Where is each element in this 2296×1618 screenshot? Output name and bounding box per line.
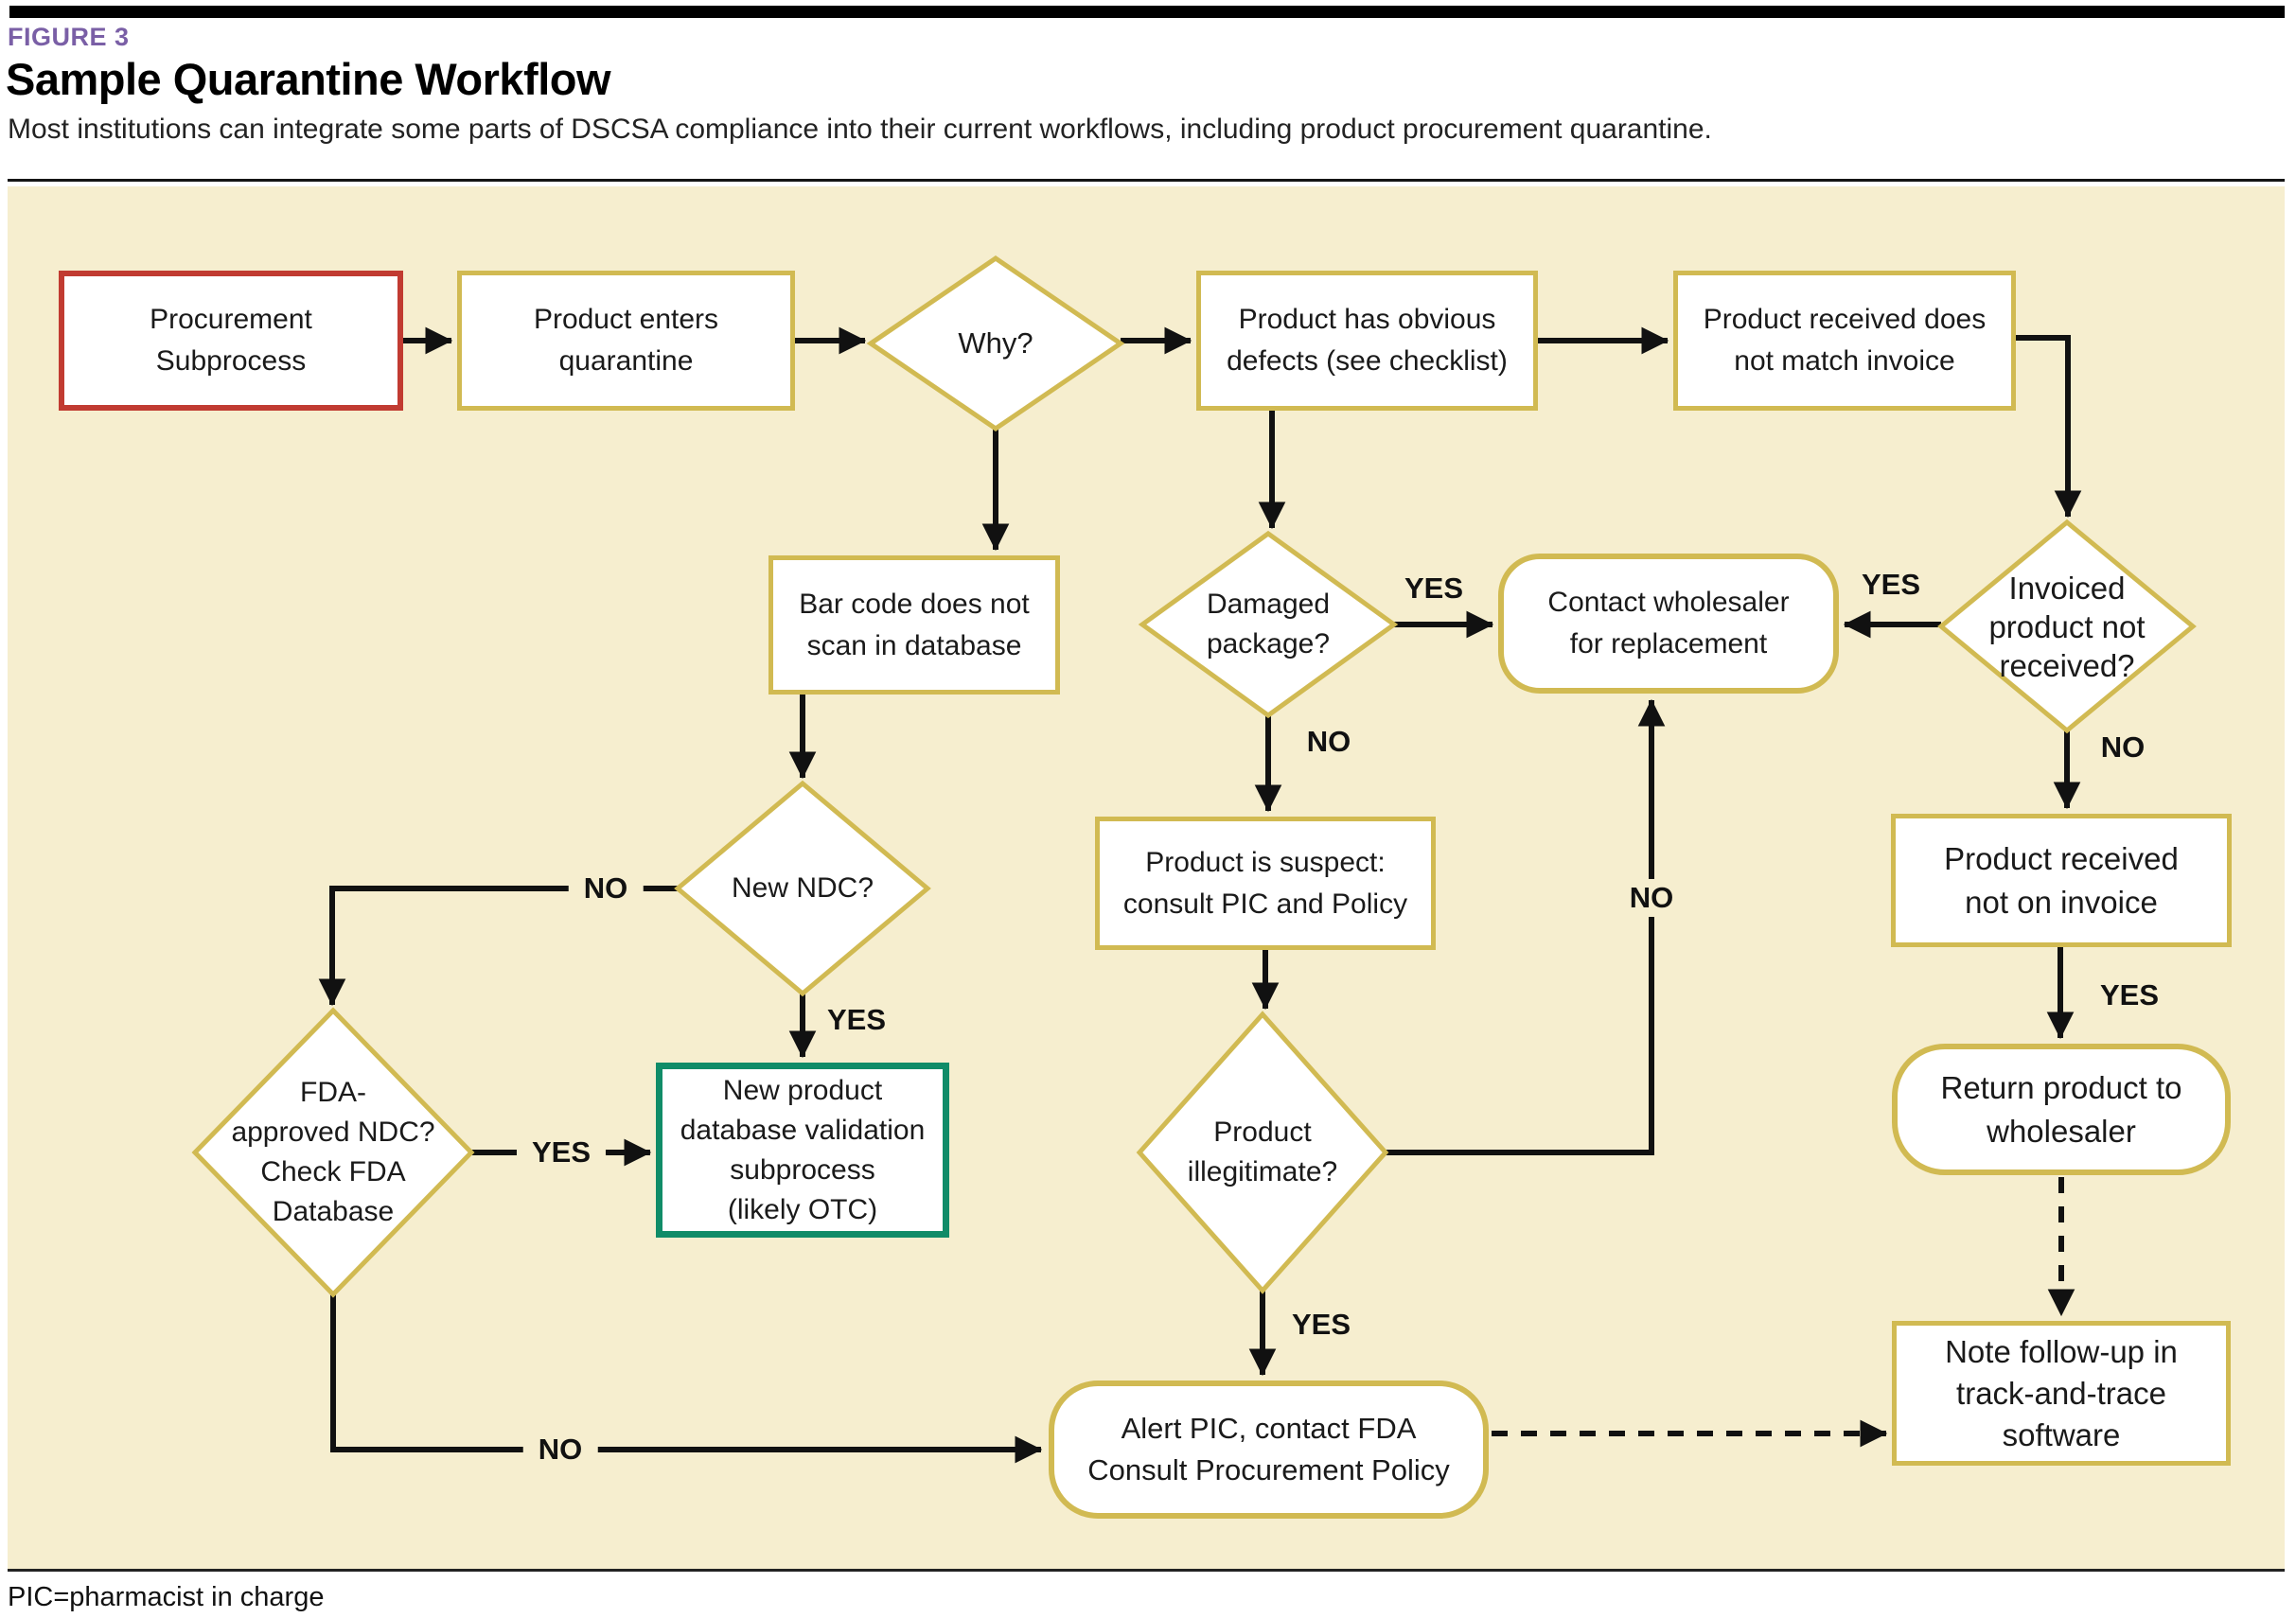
- label-new-ndc-yes: YES: [826, 1003, 887, 1036]
- node-label: Product is suspect: consult PIC and Poli…: [1122, 846, 1408, 920]
- decision-fda-approved: [191, 1007, 475, 1298]
- edge-fda-no-to-alert: [330, 1294, 1043, 1464]
- decision-new-ndc: [674, 780, 931, 997]
- node-product-enters-quarantine: Product enters quarantine: [457, 271, 795, 411]
- top-rule-bar: [9, 6, 2285, 18]
- node-label: Return product to wholesaler: [1940, 1069, 2182, 1149]
- header-divider: [8, 179, 2285, 182]
- node-label: Note follow-up in track-and-trace softwa…: [1945, 1333, 2178, 1452]
- decision-new-ndc-label: New NDC?: [731, 872, 874, 904]
- decision-why: [866, 255, 1125, 432]
- node-label: Procurement Subprocess: [150, 304, 312, 377]
- decision-damaged-label: Damaged package?: [1206, 589, 1331, 660]
- node-alert-pic: Alert PIC, contact FDA Consult Procureme…: [1049, 1381, 1489, 1519]
- edge-received-to-invoiced: [2016, 335, 2082, 519]
- node-received-does-not-match: Product received does not match invoice: [1673, 271, 2016, 411]
- node-received-not-on-invoice: Product received not on invoice: [1891, 814, 2232, 947]
- decision-why-label: Why?: [958, 326, 1033, 360]
- node-new-product-validation: New product database validation subproce…: [656, 1063, 949, 1238]
- node-contact-wholesaler: Contact wholesaler for replacement: [1498, 554, 1839, 694]
- figure-title: Sample Quarantine Workflow: [6, 54, 611, 104]
- node-label: New product database validation subproce…: [680, 1074, 926, 1225]
- decision-fda-approved-label: FDA- approved NDC? Check FDA Database: [231, 1077, 435, 1227]
- node-barcode-does-not-scan: Bar code does not scan in database: [768, 555, 1060, 695]
- node-note-follow-up: Note follow-up in track-and-trace softwa…: [1892, 1321, 2231, 1466]
- label-invoiced-yes: YES: [1861, 568, 1921, 601]
- label-invoiced-no: NO: [2100, 730, 2146, 764]
- decision-illegitimate-label: Product illegitimate?: [1187, 1117, 1338, 1187]
- label-fda-yes: YES: [516, 1134, 607, 1171]
- decision-damaged: [1138, 530, 1399, 719]
- label-new-ndc-no: NO: [568, 870, 644, 907]
- figure-footnote: PIC=pharmacist in charge: [8, 1582, 325, 1612]
- node-procurement-subprocess: Procurement Subprocess: [59, 271, 403, 411]
- decision-invoiced: [1937, 519, 2197, 734]
- node-return-product: Return product to wholesaler: [1892, 1044, 2231, 1175]
- node-label: Contact wholesaler for replacement: [1547, 587, 1790, 660]
- node-label: Product enters quarantine: [533, 304, 719, 377]
- node-product-is-suspect: Product is suspect: consult PIC and Poli…: [1095, 817, 1436, 950]
- label-damaged-yes: YES: [1404, 572, 1464, 605]
- decision-invoiced-label: Invoiced product not received?: [1988, 570, 2146, 683]
- node-label: Product received does not match invoice: [1703, 304, 1987, 377]
- node-label: Product has obvious defects (see checkli…: [1227, 304, 1508, 377]
- node-label: Alert PIC, contact FDA Consult Procureme…: [1087, 1412, 1450, 1486]
- decision-illegitimate: [1136, 1011, 1389, 1294]
- edge-illegitimate-no-to-contact: [1386, 698, 1666, 1155]
- figure-subtitle: Most institutions can integrate some par…: [8, 114, 1712, 145]
- label-illegitimate-yes: YES: [1291, 1308, 1351, 1341]
- node-product-obvious-defects: Product has obvious defects (see checkli…: [1196, 271, 1538, 411]
- node-label: Product received not on invoice: [1944, 840, 2179, 920]
- node-label: Bar code does not scan in database: [799, 588, 1030, 661]
- label-fda-no: NO: [522, 1431, 598, 1469]
- label-not-on-invoice-yes: YES: [2099, 978, 2160, 1011]
- edge-newndc-no-to-fda: [318, 886, 678, 1007]
- figure-kicker: FIGURE 3: [8, 23, 130, 51]
- label-illegitimate-no: NO: [1614, 879, 1689, 917]
- label-damaged-no: NO: [1306, 725, 1351, 758]
